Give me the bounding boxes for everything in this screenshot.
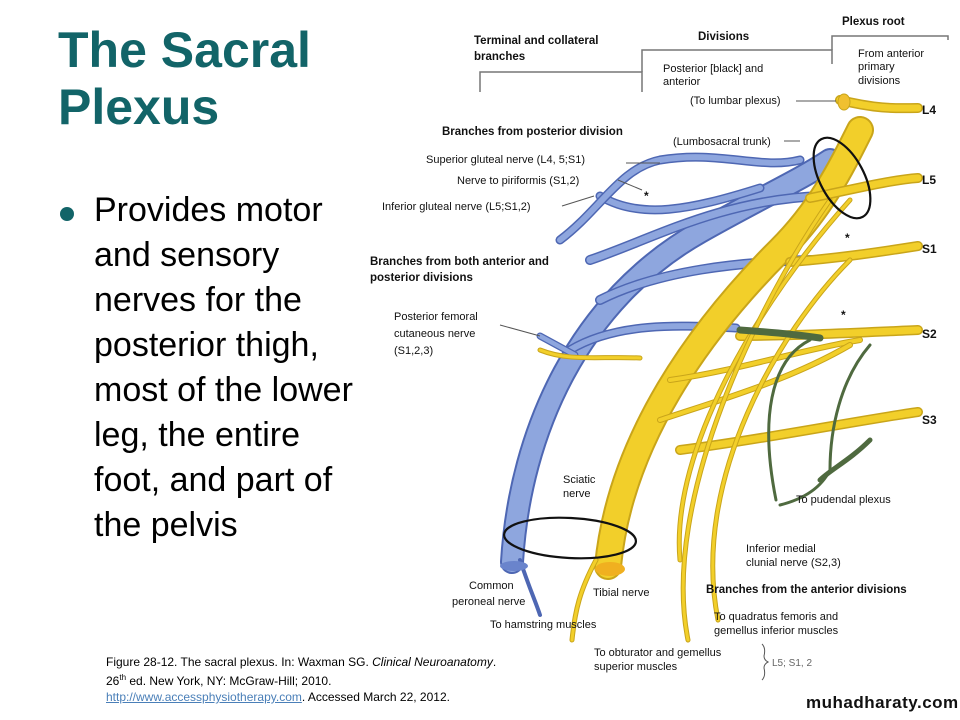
pudendal-nerves [736,326,873,507]
root-label-s3: S3 [922,413,937,427]
label-to-pudendal: To pudendal plexus [796,494,891,506]
heading-both-branches: Branches from both anterior and [370,256,549,268]
root-bracket [831,35,949,50]
header-root-sub-3: divisions [858,75,901,87]
caption-part4: . Accessed March 22, 2012. [301,690,450,704]
figure-caption: Figure 28-12. The sacral plexus. In: Wax… [106,654,506,705]
label-inferior-gluteal: Inferior gluteal nerve (L5;S1,2) [382,201,531,213]
label-to-hamstring: To hamstring muscles [490,619,597,631]
asterisk-s1: * [845,231,850,245]
lumbosacral-ring [812,136,872,220]
label-posterior-femoral-2: cutaneous nerve [394,328,475,340]
root-label-s1: S1 [922,242,937,256]
caption-superscript: th [119,673,127,682]
leader-lines [499,100,836,337]
header-plexus-root: Plexus root [842,16,905,28]
header-root-sub-2: primary [858,61,895,73]
label-inferior-medial-clunial-1: Inferior medial [746,543,816,555]
lumbar-cut-end [837,93,851,111]
label-sciatic-2: nerve [563,488,591,500]
label-obturator-1: To obturator and gemellus [594,647,722,659]
sciatic-ring [502,516,638,560]
root-label-l5: L5 [922,173,936,187]
header-brackets [479,35,949,92]
caption-book-title: Clinical Neuroanatomy [372,655,493,669]
label-to-lumbar-plexus: (To lumbar plexus) [690,95,780,107]
label-inferior-medial-clunial-2: clunial nerve (S2,3) [746,557,841,569]
bullet-dot-icon [60,207,74,221]
header-divisions-sub: Posterior [black] and [663,63,763,75]
terminal-bracket [479,71,643,92]
label-posterior-femoral-3: (S1,2,3) [394,345,433,357]
curly-brace [761,643,770,681]
root-label-s2: S2 [922,327,937,341]
label-common-peroneal-1: Common [469,580,514,592]
header-terminal-2: branches [474,51,525,63]
label-posterior-femoral-1: Posterior femoral [394,311,478,323]
caption-part1: Figure 28-12. The sacral plexus. In: Wax… [106,655,373,669]
posterior-division-nerves [500,148,842,617]
label-quadratus-2: gemellus inferior muscles [714,625,839,637]
tibial-cut-end [595,562,625,576]
header-divisions-sub-2: anterior [663,76,701,88]
label-lumbosacral-trunk: (Lumbosacral trunk) [673,136,771,148]
label-root-note: L5; S1, 2 [772,658,812,669]
label-sciatic-1: Sciatic [563,474,596,486]
label-obturator-2: superior muscles [594,661,678,673]
heading-posterior-branches: Branches from posterior division [442,126,623,138]
label-tibial-nerve: Tibial nerve [593,587,649,599]
common-peroneal-cut-end [500,561,528,571]
root-label-l4: L4 [922,103,936,117]
caption-part2: . 26 [106,655,497,688]
label-quadratus-1: To quadratus femoris and [714,611,838,623]
source-link[interactable]: http://www.accessphysiotherapy.com [106,690,302,704]
heading-anterior-branches: Branches from the anterior divisions [706,584,907,596]
label-common-peroneal-2: peroneal nerve [452,596,525,608]
header-root-sub-1: From anterior [858,48,924,60]
bullet-item: Provides motor and sensory nerves for th… [94,191,353,544]
header-divisions: Divisions [698,31,749,43]
anterior-division-nerves [537,93,923,643]
heading-both-branches-2: posterior divisions [370,272,473,284]
label-nerve-to-piriformis: Nerve to piriformis (S1,2) [457,175,579,187]
header-terminal: Terminal and collateral [474,35,598,47]
slide-title: The Sacral Plexus [58,22,311,135]
divisions-bracket [641,49,833,72]
caption-part3: ed. New York, NY: McGraw-Hill; 2010. [126,674,332,688]
asterisk-piriformis: * [644,189,649,203]
asterisk-s2: * [841,308,846,322]
watermark: muhadharaty.com [806,693,959,712]
label-superior-gluteal: Superior gluteal nerve (L4, 5;S1) [426,154,585,166]
